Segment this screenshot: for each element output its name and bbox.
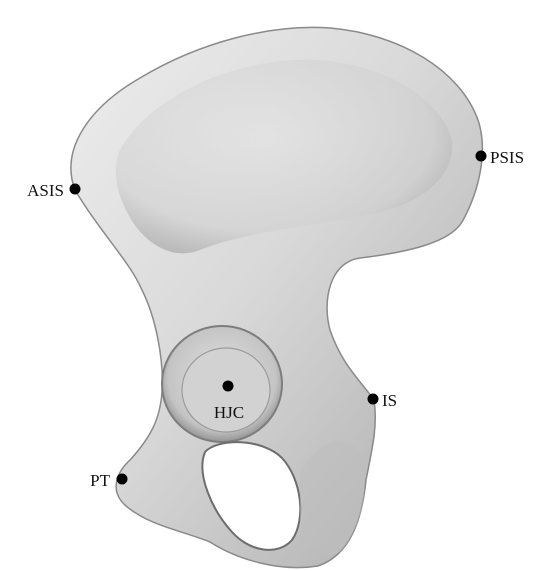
landmark-psis: PSIS xyxy=(476,148,525,167)
landmark-is-label: IS xyxy=(382,391,397,410)
landmark-pt-label: PT xyxy=(90,471,110,490)
ischium-shading xyxy=(300,442,365,555)
landmark-psis-marker xyxy=(476,151,487,162)
landmark-asis-marker xyxy=(70,184,81,195)
pelvic-bone xyxy=(71,27,482,567)
landmark-is-marker xyxy=(368,394,379,405)
landmark-hjc-label: HJC xyxy=(214,403,244,422)
landmark-hjc-marker xyxy=(223,381,234,392)
landmark-pt-marker xyxy=(117,474,128,485)
landmark-psis-label: PSIS xyxy=(490,148,524,167)
landmark-asis-label: ASIS xyxy=(27,181,64,200)
